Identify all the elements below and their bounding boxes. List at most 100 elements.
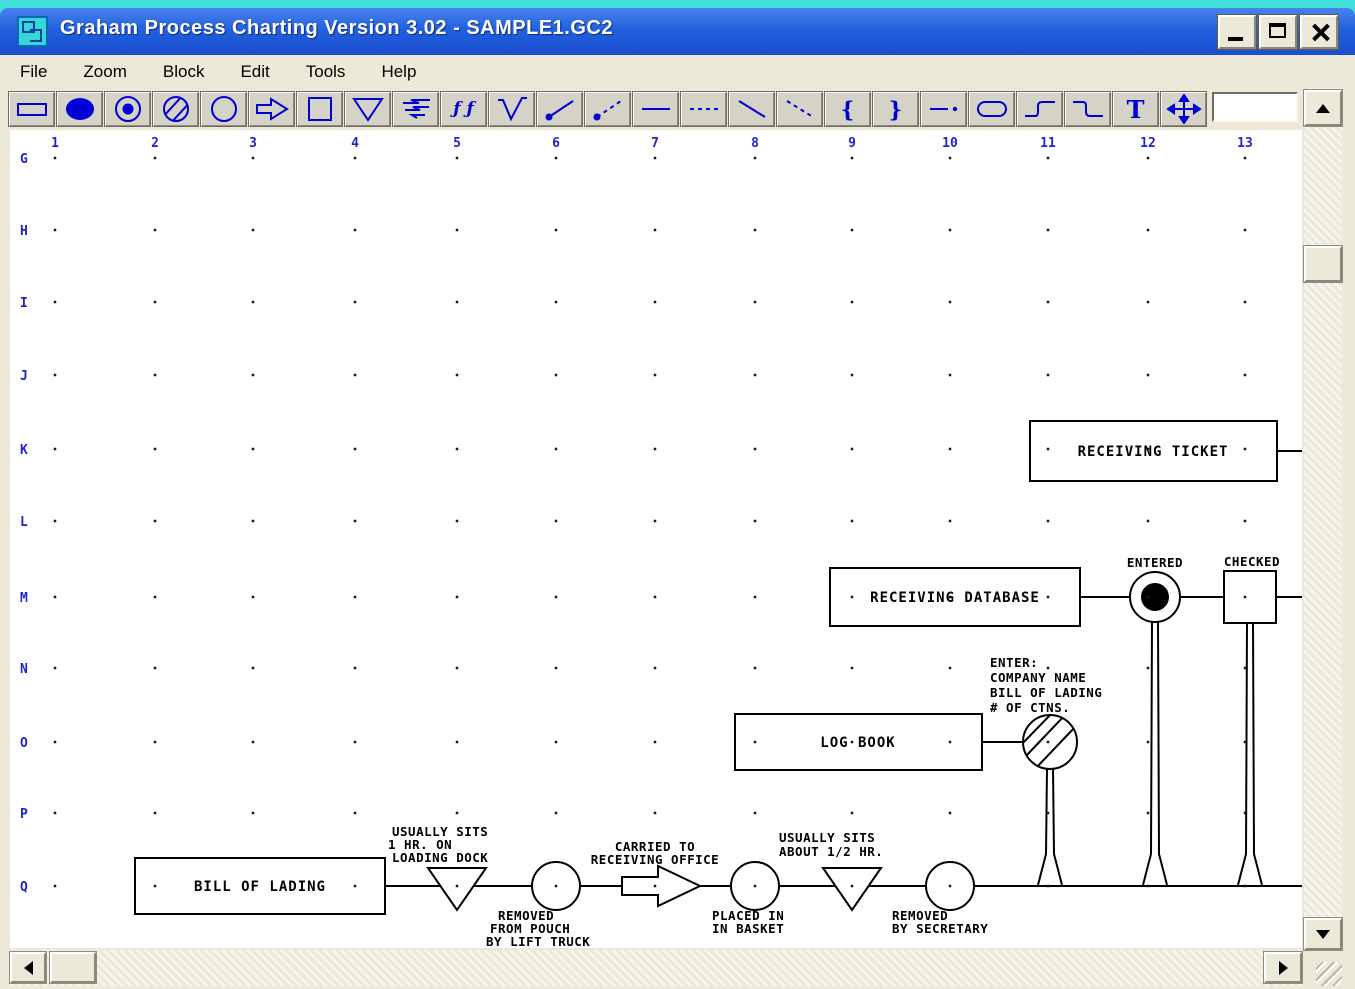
grid-column-label: 1: [51, 136, 59, 151]
grid-dot: [554, 156, 558, 160]
menu-tools[interactable]: Tools: [305, 61, 346, 81]
toolbar-text-input[interactable]: [1212, 92, 1298, 122]
tool-line-rise-dot-button[interactable]: [536, 91, 583, 127]
tool-line-horizontal-button[interactable]: [632, 91, 679, 127]
box-bill-of-lading[interactable]: [134, 857, 386, 915]
grid-dot: [455, 666, 459, 670]
menu-edit[interactable]: Edit: [240, 61, 270, 81]
line-horizontal-dashed-icon: [689, 108, 718, 110]
grid-dot: [948, 666, 952, 670]
grid-dot: [753, 666, 757, 670]
menu-zoom[interactable]: Zoom: [83, 61, 127, 81]
tool-brace-right-button[interactable]: }: [872, 91, 919, 127]
grid-column-label: 3: [249, 136, 257, 151]
grid-dot: [554, 595, 558, 599]
tool-line-diagonal-dashed-button[interactable]: [776, 91, 823, 127]
scroll-right-button[interactable]: [1264, 952, 1302, 983]
tool-arrow-right-button[interactable]: [248, 91, 295, 127]
scroll-down-button[interactable]: [1304, 918, 1342, 950]
grid-dot: [1146, 595, 1150, 599]
grid-dot: [53, 811, 57, 815]
menu-file[interactable]: File: [20, 61, 48, 81]
grid-dot: [948, 447, 952, 451]
tool-line-horizontal-dashed-button[interactable]: [680, 91, 727, 127]
grid-dot: [251, 884, 255, 888]
vertical-scrollbar[interactable]: [1304, 88, 1342, 950]
grid-row-label: J: [20, 369, 28, 384]
grid-dot: [1243, 884, 1247, 888]
resize-grip[interactable]: [1304, 952, 1342, 986]
grid-dot: [554, 740, 558, 744]
transport-arrow[interactable]: [621, 864, 703, 908]
maximize-icon: [1269, 23, 1286, 38]
grid-dot: [153, 519, 157, 523]
tool-rectangle-button[interactable]: [8, 91, 55, 127]
tool-line-rise-dot-dashed-button[interactable]: [584, 91, 631, 127]
grid-dot: [948, 740, 952, 744]
label-enter-note-1: ENTER:: [990, 655, 1038, 670]
hatched-circle-logbook[interactable]: [1022, 714, 1078, 770]
tool-ff-button[interactable]: ƒ ƒ: [440, 91, 487, 127]
grid-dot: [753, 595, 757, 599]
tool-hatched-circle-button[interactable]: [152, 91, 199, 127]
grid-dot: [753, 228, 757, 232]
grid-dot: [1046, 740, 1050, 744]
tool-jog-up-button[interactable]: [1016, 91, 1063, 127]
checked-square[interactable]: [1223, 570, 1277, 624]
maximize-button[interactable]: [1259, 15, 1297, 49]
tool-v-check-button[interactable]: [488, 91, 535, 127]
horizontal-scrollbar[interactable]: [10, 950, 1302, 986]
minimize-button[interactable]: [1218, 15, 1256, 49]
grid-row-label: G: [20, 152, 28, 167]
left-arrow-icon: [23, 960, 33, 975]
tool-target-circle-button[interactable]: [104, 91, 151, 127]
menu-block[interactable]: Block: [162, 61, 205, 81]
delay-triangle-half-hr[interactable]: [821, 867, 883, 912]
correction-lines-icon: [402, 99, 430, 119]
box-receiving-database[interactable]: [829, 567, 1081, 627]
tool-line-dash-dot-button[interactable]: [920, 91, 967, 127]
tool-jog-down-button[interactable]: [1064, 91, 1111, 127]
close-button[interactable]: [1300, 15, 1338, 49]
tool-text-button[interactable]: T: [1112, 91, 1159, 127]
grid-dot: [1046, 666, 1050, 670]
tool-move-button[interactable]: [1160, 91, 1207, 127]
grid-dot: [850, 228, 854, 232]
tool-line-diagonal-button[interactable]: [728, 91, 775, 127]
grid-dot: [850, 811, 854, 815]
entered-symbol-core[interactable]: [1141, 583, 1169, 611]
scroll-up-button[interactable]: [1304, 90, 1342, 126]
vertical-scroll-thumb[interactable]: [1304, 246, 1342, 282]
menu-help[interactable]: Help: [381, 61, 417, 81]
label-removed-pouch-2: FROM POUCH: [490, 921, 570, 936]
title-bar[interactable]: Graham Process Charting Version 3.02 - S…: [0, 8, 1355, 55]
box-log-book[interactable]: [734, 713, 983, 771]
scroll-left-button[interactable]: [10, 952, 46, 983]
stadium-icon: [976, 101, 1007, 117]
grid-dot: [1146, 740, 1150, 744]
delay-triangle-dock[interactable]: [426, 867, 488, 912]
horizontal-scroll-thumb[interactable]: [50, 952, 96, 983]
branch-connector-checked[interactable]: [1237, 622, 1263, 886]
tool-filled-ellipse-button[interactable]: [56, 91, 103, 127]
grid-dot: [53, 447, 57, 451]
tool-brace-left-button[interactable]: {: [824, 91, 871, 127]
grid-column-label: 13: [1237, 136, 1253, 151]
branch-connector-entered[interactable]: [1142, 621, 1168, 886]
label-delay-half-1: USUALLY SITS: [779, 830, 875, 845]
grid-dot: [948, 373, 952, 377]
tool-triangle-down-button[interactable]: [344, 91, 391, 127]
tool-circle-button[interactable]: [200, 91, 247, 127]
right-arrow-icon: [1278, 960, 1288, 975]
tool-stadium-button[interactable]: [968, 91, 1015, 127]
branch-connector-logbook[interactable]: [1037, 768, 1063, 886]
grid-dot: [653, 373, 657, 377]
label-enter-note-2: COMPANY NAME: [990, 670, 1086, 685]
grid-dot: [53, 300, 57, 304]
tool-square-button[interactable]: [296, 91, 343, 127]
grid-dot: [455, 519, 459, 523]
box-receiving-ticket[interactable]: [1029, 420, 1278, 482]
grid-dot: [753, 156, 757, 160]
tool-correction-lines-button[interactable]: [392, 91, 439, 127]
